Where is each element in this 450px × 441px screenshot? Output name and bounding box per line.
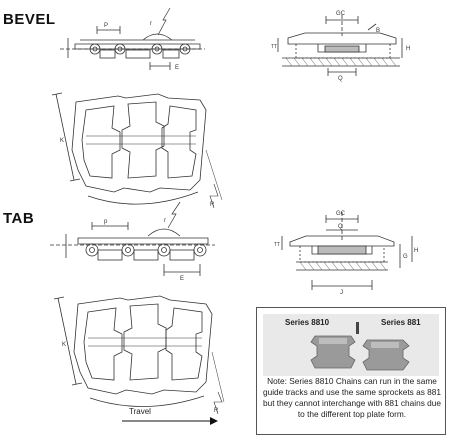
dim-label-k-tab: K: [62, 342, 66, 348]
dim-label-j: J: [340, 290, 343, 296]
chain-links-icon: [310, 322, 410, 371]
tab-side-view: [50, 201, 215, 276]
dim-label-e: E: [175, 65, 179, 71]
dim-label-q-bevel: Q: [338, 76, 343, 82]
dim-label-g: G: [403, 254, 408, 260]
dim-label-small-p: p: [104, 219, 108, 225]
dim-label-r: r: [150, 21, 152, 27]
series-right-label: Series 881: [381, 318, 421, 327]
bevel-top-view: [51, 92, 223, 209]
dim-label-tt-bevel: TT: [271, 44, 277, 50]
bevel-section-title: BEVEL: [3, 11, 56, 28]
dim-label-big-r-bevel: R: [210, 202, 215, 208]
dim-label-b: B: [376, 28, 380, 34]
note-text: Note: Series 8810 Chains can run in the …: [262, 376, 442, 419]
dim-label-q-tab: Q: [338, 224, 343, 230]
dim-label-k-bevel: K: [60, 138, 64, 144]
note-panel: Series 8810 Series 881 Note: Series 8810…: [256, 307, 446, 435]
tab-cross-section: [281, 212, 413, 290]
series-left-label: Series 8810: [285, 318, 330, 327]
dim-label-p: P: [104, 23, 108, 29]
dim-label-tt-tab: TT: [274, 242, 280, 248]
bevel-side-view: [60, 7, 205, 70]
tab-top-view: [53, 295, 225, 415]
travel-arrow: [122, 417, 218, 425]
dim-label-e-tab: E: [180, 276, 184, 282]
tab-section-title: TAB: [3, 210, 35, 227]
travel-label: Travel: [129, 407, 151, 416]
dim-label-gc-tab: GC: [336, 211, 346, 217]
dim-label-h-bevel: H: [406, 46, 410, 52]
dim-label-r-tab: r: [164, 218, 166, 224]
bevel-cross-section: [277, 15, 403, 76]
chain-link-photo: Series 8810 Series 881: [263, 314, 439, 376]
dim-label-h-tab: H: [414, 248, 418, 254]
dim-label-big-r-tab: R: [214, 408, 219, 414]
dim-label-gc-bevel: GC: [336, 11, 346, 17]
